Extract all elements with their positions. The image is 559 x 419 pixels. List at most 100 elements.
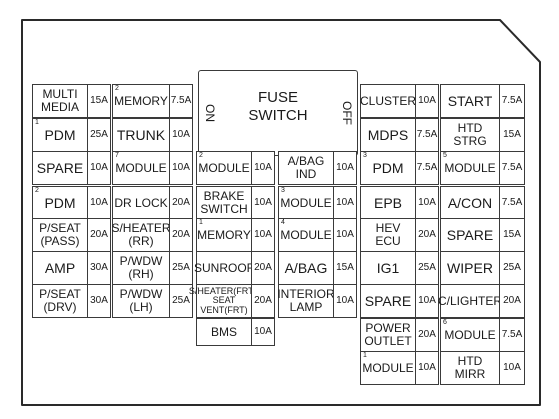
left-fuse-4-0-name-cell: P/SEAT(PASS) [32, 218, 88, 252]
left-fuse-label: SEAT VENT(FRT) [200, 295, 248, 315]
left-fuse-1-0-amp-cell: 25A [87, 118, 111, 152]
left-fuse-label: MODULE [280, 195, 332, 210]
left-fuse-6-0-name-cell: P/SEAT(DRV) [32, 284, 88, 318]
left-fuse-label: INTERIOR [277, 287, 335, 302]
left-fuse-label: P/WDW [119, 254, 163, 269]
right-fuse-3-1-amp-cell: 7.5A [499, 186, 525, 220]
right-fuse-1-0-amp-cell: 7.5A [415, 118, 439, 152]
right-fuse-6-1-amp-cell: 20A [499, 284, 525, 318]
right-fuse-6-0-name-cell: SPARE [360, 284, 416, 318]
right-fuse-5-1-amp-cell: 25A [499, 251, 525, 285]
left-fuse-5-1-name-cell: P/WDW(RH) [112, 251, 170, 285]
fuse-switch-on-label: ON [203, 104, 217, 122]
left-fuse-6-2-amp-cell: 20A [251, 284, 275, 318]
left-fuse-label: (LH) [129, 300, 153, 314]
right-fuse-0-0-name-cell: CLUSTER [360, 84, 416, 118]
left-fuse-label: DR LOCK [114, 195, 168, 210]
left-fuse-label: MODULE [198, 160, 250, 175]
left-fuse-label: A/BAG [287, 154, 325, 169]
right-fuse-3-0-name-cell: EPB [360, 186, 416, 220]
left-fuse-0-0-amp-cell: 15A [87, 84, 111, 118]
left-fuse-4-1-name-cell: S/HEATER(RR) [111, 218, 171, 252]
right-fuse-label: START [447, 92, 493, 109]
right-fuse-label: HTD [457, 121, 483, 136]
right-fuse-1-0-name-cell: MDPS [360, 118, 416, 152]
right-fuse-label: ECU [375, 234, 401, 248]
fuse-index-number: 7 [115, 152, 119, 159]
fuse-index-number: 3 [281, 187, 285, 194]
left-fuse-label: MEDIA [40, 100, 79, 114]
right-fuse-label: IG1 [376, 259, 400, 276]
right-fuse-label: WIPER [447, 259, 493, 276]
left-fuse-5-2-name-cell: SUNROOF [194, 251, 254, 285]
left-fuse-6-1-amp-cell: 25A [169, 284, 193, 318]
left-fuse-label: MEMORY [114, 93, 168, 108]
right-fuse-label: OUTLET [364, 334, 412, 348]
right-fuse-label: MDPS [367, 126, 409, 143]
left-fuse-label: A/BAG [284, 259, 328, 276]
fuse-index-number: 5 [443, 152, 447, 159]
right-fuse-label: MODULE [444, 160, 496, 175]
left-fuse-label: IND [295, 167, 317, 181]
left-fuse-label: MODULE [280, 227, 332, 242]
left-fuse-5-0-amp-cell: 30A [87, 251, 111, 285]
left-fuse-3-1-amp-cell: 20A [169, 186, 193, 220]
left-fuse-5-3-name-cell: A/BAG [278, 251, 334, 285]
left-fuse-label: MULTI [42, 87, 78, 102]
right-fuse-label: STRG [453, 134, 487, 148]
right-fuse-label: MODULE [362, 360, 414, 375]
fuse-index-number: 2 [199, 152, 203, 159]
fuse-switch: FUSE SWITCH ON OFF [198, 70, 358, 156]
left-fuse-6-3-amp-cell: 10A [333, 284, 357, 318]
right-fuse-label: HTD [457, 354, 483, 369]
left-fuse-0-1-amp-cell: 7.5A [169, 84, 193, 118]
right-fuse-label: HEV [375, 221, 401, 236]
left-fuse-5-2-amp-cell: 20A [251, 251, 275, 285]
fuse-index-number: 4 [281, 219, 285, 226]
right-fuse-0-0-amp-cell: 10A [415, 84, 439, 118]
right-fuse-label: MODULE [444, 327, 496, 342]
left-fuse-label: SPARE [36, 159, 84, 176]
right-fuse-label: CLUSTER [360, 93, 417, 108]
right-fuse-4-1-amp-cell: 15A [499, 218, 525, 252]
left-fuse-4-1-amp-cell: 20A [169, 218, 193, 252]
fuse-index-number: 2 [35, 187, 39, 194]
right-fuse-5-0-amp-cell: 25A [415, 251, 439, 285]
left-fuse-label: P/SEAT [39, 287, 81, 302]
left-fuse-5-3-amp-cell: 15A [333, 251, 357, 285]
left-fuse-label: BMS [210, 324, 237, 339]
left-fuse-label: AMP [44, 259, 76, 276]
right-fuse-0-1-amp-cell: 7.5A [499, 84, 525, 118]
left-fuse-5-0-name-cell: AMP [32, 251, 88, 285]
fuse-index-number: 3 [363, 152, 367, 159]
fuse-index-number: 6 [443, 319, 447, 326]
left-fuse-label: MEMORY [197, 227, 251, 242]
fuse-index-number: 1 [199, 219, 203, 226]
right-fuse-5-1-name-cell: WIPER [440, 251, 500, 285]
right-fuse-label: EPB [373, 194, 402, 211]
left-fuse-label: SUNROOF [194, 260, 254, 275]
fuse-switch-off-label: OFF [340, 101, 354, 125]
left-fuse-label: (RH) [128, 267, 154, 281]
right-fuse-label: PDM [372, 159, 404, 176]
left-fuse-label: P/WDW [119, 287, 163, 302]
left-fuse-6-1-name-cell: P/WDW(LH) [112, 284, 170, 318]
right-fuse-7-1-amp-cell: 7.5A [499, 318, 525, 352]
left-fuse-3-0-amp-cell: 10A [87, 186, 111, 220]
left-fuse-1-1-amp-cell: 10A [169, 118, 193, 152]
